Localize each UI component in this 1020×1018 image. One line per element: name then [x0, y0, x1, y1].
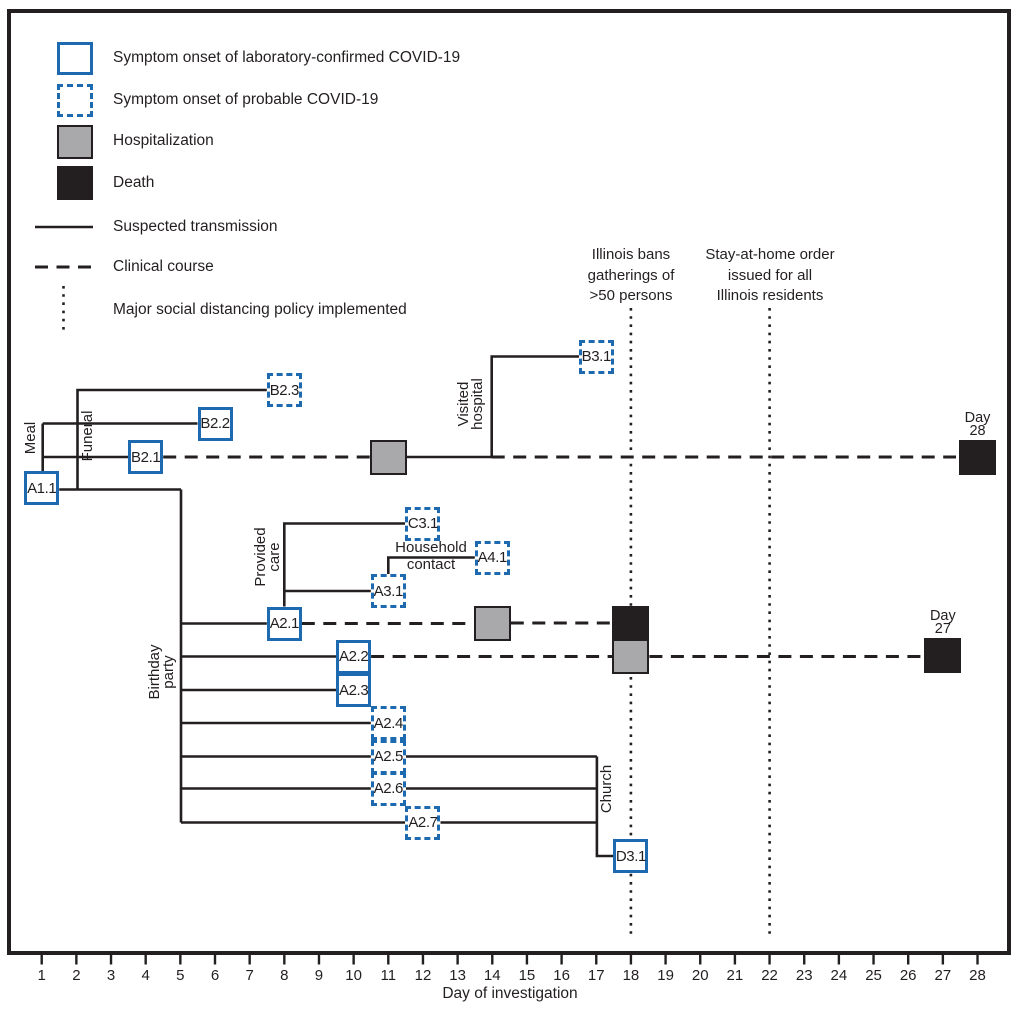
- policy-annotation-line: >50 persons: [589, 287, 673, 304]
- case-node-A2.5: A2.5: [370, 739, 406, 774]
- hospitalization-marker-B2.1: [369, 439, 407, 475]
- axis-tick-label: 8: [280, 967, 289, 984]
- provided-care-transmission-lines: [283, 522, 406, 607]
- case-node-A2.3: A2.3: [336, 673, 372, 707]
- policy-annotation-line: issued for all: [727, 266, 813, 284]
- axis-tick-label: 15: [518, 967, 536, 984]
- legend-death-box-icon: [57, 166, 93, 200]
- event-label-birthday-party: Birthday party: [146, 644, 177, 699]
- policy-dotted-lines: [629, 308, 771, 937]
- policy-annotation-line: gatherings of: [587, 266, 675, 284]
- case-node-B2.1: B2.1: [128, 440, 164, 474]
- case-node-B3.1: B3.1: [578, 339, 614, 374]
- legend-label-policy: Major social distancing policy implement…: [113, 300, 407, 318]
- policy-annotation-line: Illinois residents: [716, 287, 824, 304]
- case-node-C3.1: C3.1: [405, 506, 441, 541]
- axis-tick-label: 10: [345, 967, 362, 984]
- legend-confirmed-box-icon: [57, 42, 93, 75]
- axis-tick-label: 23: [795, 967, 813, 984]
- legend-label-hospitalization: Hospitalization: [113, 132, 214, 149]
- axis-tick-label: 7: [245, 967, 254, 984]
- axis-title: Day of investigation: [442, 985, 578, 1002]
- axis-tick-label: 3: [106, 967, 116, 984]
- case-node-A2.6: A2.6: [370, 771, 406, 806]
- axis-tick-label: 14: [483, 967, 501, 984]
- policy-annotation-stay-at-home: Stay-at-home order issued for all Illino…: [705, 245, 834, 307]
- axis-tick-label: 11: [380, 967, 397, 984]
- funeral-transmission-line: [76, 388, 267, 490]
- policy-annotation-gatherings-ban: Illinois bans gatherings of >50 persons: [588, 245, 675, 307]
- event-label-line: contact: [406, 556, 456, 573]
- axis-tick-label: 9: [314, 967, 324, 984]
- event-label-provided-care: Provided care: [252, 527, 283, 586]
- policy-annotation-line: Stay-at-home order: [705, 246, 835, 263]
- axis-tick-label: 13: [449, 967, 466, 984]
- axis-tick-label: 17: [587, 967, 605, 984]
- axis-tick-label: 21: [726, 967, 744, 984]
- case-node-A2.1: A2.1: [266, 606, 302, 641]
- legend-label-death: Death: [113, 173, 155, 191]
- death-marker-A2.1: [612, 605, 650, 641]
- case-node-A2.2: A2.2: [336, 639, 372, 674]
- case-node-B2.2: B2.2: [197, 406, 233, 441]
- event-label-meal: Meal: [21, 421, 39, 455]
- legend-probable-box-icon: [57, 84, 93, 117]
- axis-tick-label: 4: [141, 967, 150, 984]
- event-label-church: Church: [597, 764, 615, 813]
- case-node-A2.4: A2.4: [370, 706, 406, 740]
- axis-tick-label: 25: [865, 967, 882, 984]
- axis-tick-label: 19: [657, 967, 674, 984]
- church-transmission-lines: [405, 755, 614, 858]
- axis-ticks: [40, 955, 979, 965]
- axis-tick-label: 18: [622, 967, 640, 984]
- legend-label-probable: Symptom onset of probable COVID-19: [113, 91, 379, 108]
- event-label-line: hospital: [468, 378, 486, 430]
- event-label-line: care: [265, 541, 283, 572]
- case-node-B2.3: B2.3: [266, 373, 302, 407]
- axis-tick-label: 16: [553, 967, 570, 984]
- event-label-line: Household: [395, 539, 467, 556]
- household-contact-line: [387, 556, 475, 574]
- axis-tick-label: 22: [761, 967, 778, 984]
- axis-tick-label: 27: [934, 967, 952, 984]
- event-label-visited-hospital: Visited hospital: [455, 378, 486, 430]
- axis-tick-label: 24: [830, 967, 848, 984]
- clinical-course-lines: [163, 455, 956, 658]
- event-label-household-contact: Household contact: [395, 539, 467, 573]
- visited-hospital-line: [406, 355, 580, 459]
- axis-tick-label: 26: [899, 967, 917, 984]
- axis-tick-label: 28: [969, 967, 986, 984]
- event-label-line: party: [159, 654, 177, 689]
- policy-annotation-line: Illinois bans: [591, 246, 671, 263]
- axis-tick-label: 5: [176, 967, 185, 984]
- case-node-A1.1: A1.1: [24, 471, 60, 505]
- axis-tick-label: 20: [691, 967, 709, 984]
- birthday-party-branch-lines: [181, 622, 406, 824]
- axis-tick-label: 12: [414, 967, 432, 984]
- legend-label-confirmed: Symptom onset of laboratory-confirmed CO…: [113, 49, 461, 66]
- legend-label-transmission: Suspected transmission: [113, 217, 278, 235]
- case-node-A2.7: A2.7: [405, 805, 441, 840]
- axis-tick-label: 6: [210, 967, 220, 984]
- legend-hospitalization-box-icon: [57, 125, 93, 159]
- figure-frame: [7, 9, 1011, 955]
- case-node-D3.1: D3.1: [613, 839, 649, 873]
- hospitalization-marker-A2.2: [612, 639, 650, 674]
- legend-label-clinical: Clinical course: [113, 257, 214, 275]
- hospitalization-marker-A2.1: [473, 605, 511, 641]
- case-node-A3.1: A3.1: [370, 574, 406, 608]
- axis-tick-label: 1: [37, 967, 46, 984]
- axis-tick-label: 2: [72, 967, 81, 984]
- case-node-A4.1: A4.1: [474, 540, 510, 575]
- event-label-funeral: Funeral: [79, 410, 96, 462]
